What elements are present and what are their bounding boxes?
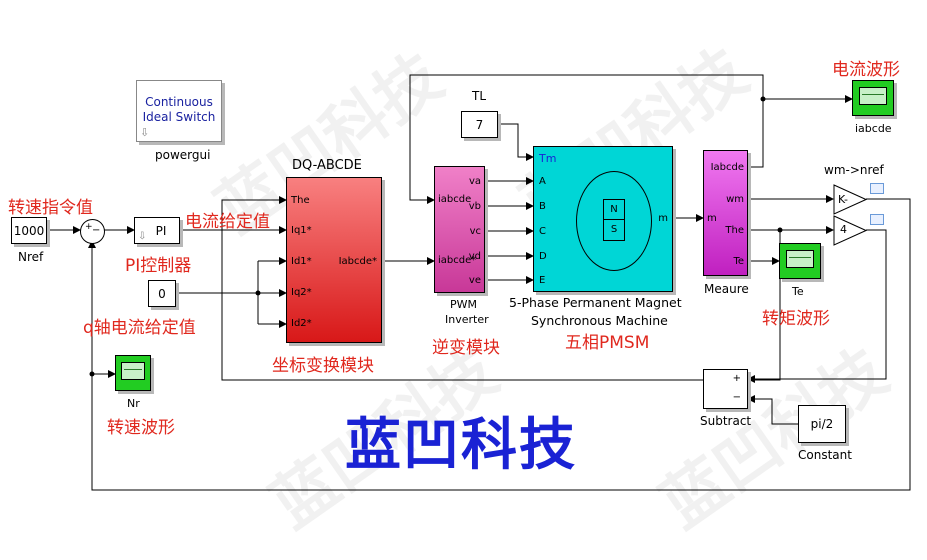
powergui-block[interactable]: Continuous Ideal Switch ⇩	[136, 80, 222, 142]
measure-out-te: Te	[733, 256, 744, 267]
powergui-label: powergui	[155, 148, 211, 162]
arrow-icon: ⇩	[138, 231, 147, 242]
pi2-value: pi/2	[810, 417, 834, 431]
measure-label: Meaure	[704, 282, 749, 296]
sum-block[interactable]: + −	[80, 219, 105, 244]
machine-label1: 5-Phase Permanent Magnet	[509, 295, 682, 310]
pwm-out-vc: vc	[469, 226, 481, 237]
pwm-out-vd: vd	[468, 251, 481, 262]
scope-iabcde-label: iabcde	[855, 122, 892, 135]
annotation-pmsm: 五相PMSM	[565, 333, 650, 353]
signal-monitor-icon[interactable]	[870, 183, 884, 194]
tl-value: 7	[475, 118, 484, 132]
nref-value: 1000	[13, 224, 45, 238]
zero-constant[interactable]: 0	[148, 280, 176, 307]
pwm-label1: PWM	[450, 298, 478, 311]
pwm-in-iabcde-ref: iabcde*	[438, 255, 477, 266]
pi2-label: Constant	[798, 448, 852, 462]
gain2-block[interactable]	[833, 215, 867, 246]
annotation-coord: 坐标变换模块	[272, 356, 374, 376]
nref-label: Nref	[18, 250, 44, 264]
gain1-value: K-	[838, 193, 849, 206]
machine-label2: Synchronous Machine	[531, 313, 668, 328]
subtract-plus: +	[732, 373, 741, 384]
arrow-icon: ⇩	[140, 126, 150, 139]
pi2-constant[interactable]: pi/2	[798, 405, 846, 443]
annotation-current-wave: 电流波形	[832, 60, 900, 80]
pwm-in-iabcde: iabcde	[438, 194, 472, 205]
scope-nr-label: Nr	[127, 397, 140, 410]
measure-out-wm: wm	[726, 194, 744, 205]
pmsm-machine-block[interactable]: Tm A B C D E m N S	[533, 146, 673, 292]
tl-label: TL	[472, 89, 487, 103]
powergui-line1: Continuous	[145, 95, 213, 109]
magnet-icon: N S	[603, 199, 625, 241]
dq-in-id1: Id1*	[291, 256, 312, 267]
motor-icon: N S	[576, 171, 652, 271]
dq-in-iq1: Iq1*	[291, 225, 312, 236]
gain2-value: 4	[840, 223, 847, 236]
nref-constant[interactable]: 1000	[11, 217, 47, 244]
dq-in-id2: Id2*	[291, 318, 312, 329]
scope-iabcde[interactable]	[852, 80, 894, 116]
machine-c: C	[539, 226, 546, 237]
magnet-s: S	[610, 224, 618, 235]
annotation-inverter: 逆变模块	[432, 338, 500, 358]
sum-minus: −	[92, 225, 101, 236]
pwm-inverter-block[interactable]: iabcde iabcde* va vb vc vd ve	[434, 166, 485, 293]
scope-te[interactable]	[779, 243, 821, 279]
scope-te-label: Te	[792, 285, 804, 298]
pwm-out-ve: ve	[468, 275, 481, 286]
machine-m: m	[658, 213, 668, 224]
pwm-out-vb: vb	[468, 201, 481, 212]
dq-out-iabcde: Iabcde*	[338, 256, 377, 267]
gain1-label: wm->nref	[824, 163, 884, 177]
powergui-line2: Ideal Switch	[142, 110, 216, 124]
signal-monitor-icon[interactable]	[870, 214, 884, 225]
zero-value: 0	[158, 287, 166, 301]
gain1-block[interactable]	[833, 184, 867, 215]
dq-in-the: The	[291, 195, 310, 206]
subtract-label: Subtract	[700, 414, 752, 428]
annotation-q-current: q轴电流给定值	[83, 318, 196, 338]
scope-nr[interactable]	[115, 355, 151, 391]
machine-e: E	[539, 275, 546, 286]
pi-value: PI	[155, 224, 167, 238]
dq-in-iq2: Iq2*	[291, 287, 312, 298]
tl-constant[interactable]: 7	[461, 111, 498, 138]
annotation-speed-cmd: 转速指令值	[8, 198, 93, 218]
annotation-speed-wave: 转速波形	[107, 418, 175, 438]
pi-controller[interactable]: PI ⇩	[134, 217, 180, 244]
machine-d: D	[539, 251, 547, 262]
machine-a: A	[539, 176, 546, 187]
magnet-n: N	[604, 200, 624, 220]
annotation-current-ref: 电流给定值	[185, 212, 270, 232]
measure-out-the: The	[725, 225, 744, 236]
annotation-pi-ctrl: PI控制器	[125, 256, 192, 276]
annotation-torque-wave: 转矩波形	[762, 309, 830, 329]
brand-title: 蓝凹科技	[345, 413, 577, 478]
measure-out-iabcde: Iabcde	[710, 162, 744, 173]
measure-in-m: m	[707, 213, 717, 224]
pwm-out-va: va	[468, 176, 481, 187]
machine-tm: Tm	[539, 152, 557, 165]
subtract-minus: −	[732, 392, 741, 403]
sum-plus: +	[85, 222, 93, 232]
subtract-block[interactable]: + −	[703, 369, 748, 409]
dq-abcde-block[interactable]: The Iq1* Id1* Iq2* Id2* Iabcde*	[286, 177, 382, 343]
machine-b: B	[539, 201, 546, 212]
dq-title: DQ-ABCDE	[292, 158, 362, 173]
measure-block[interactable]: m Iabcde wm The Te	[703, 150, 748, 276]
pwm-label2: Inverter	[445, 313, 489, 326]
